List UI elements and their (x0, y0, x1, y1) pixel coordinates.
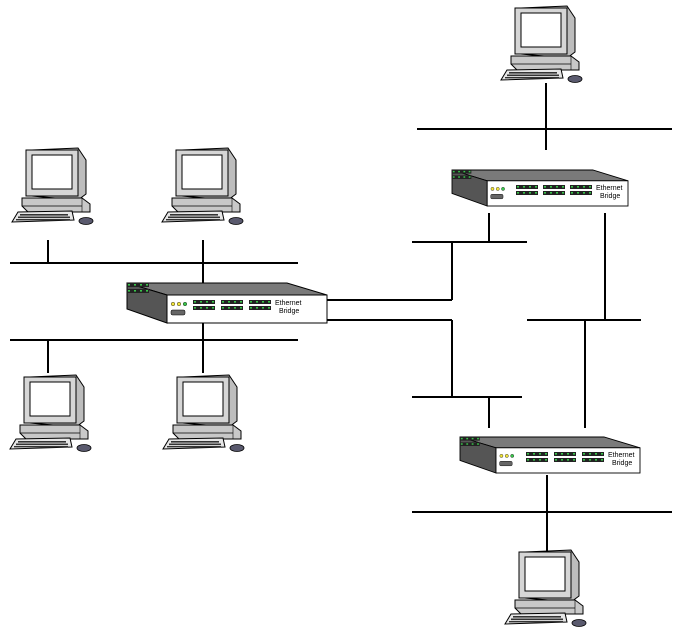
bridge-label-line1: Ethernet (596, 185, 623, 192)
bridge-label-line2: Bridge (612, 460, 632, 467)
bridge-label-line1: Ethernet (608, 452, 635, 459)
ethernet-bridge: Ethernet Bridge (451, 169, 629, 207)
ethernet-bridge: Ethernet Bridge (126, 282, 328, 324)
computer (500, 5, 583, 83)
ethernet-bridge: Ethernet Bridge (459, 436, 641, 474)
bridge-label-line2: Bridge (600, 193, 620, 200)
computer (161, 147, 244, 225)
computer (11, 147, 94, 225)
bridge-label-line2: Bridge (279, 308, 299, 315)
network-links (10, 83, 672, 552)
bridge-label-line1: Ethernet (275, 300, 302, 307)
computer (504, 549, 587, 627)
computer (9, 374, 92, 452)
computer (162, 374, 245, 452)
